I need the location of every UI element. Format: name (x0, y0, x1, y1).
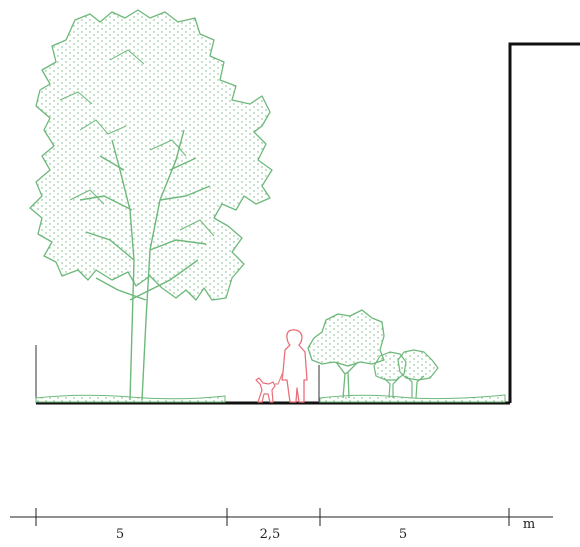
scale-label-2: 2,5 (260, 527, 281, 542)
shrub-icon (397, 349, 439, 399)
scale-label-3: 5 (399, 527, 407, 542)
large-tree-icon (29, 9, 273, 401)
scale-unit: m (523, 517, 535, 532)
person-icon (275, 329, 308, 403)
scale-label-1: 5 (116, 527, 124, 542)
shrub-icon (307, 309, 385, 399)
scale-bar: 5 2,5 5 m (10, 508, 553, 542)
dog-icon (255, 377, 276, 403)
building-outline (508, 42, 580, 403)
